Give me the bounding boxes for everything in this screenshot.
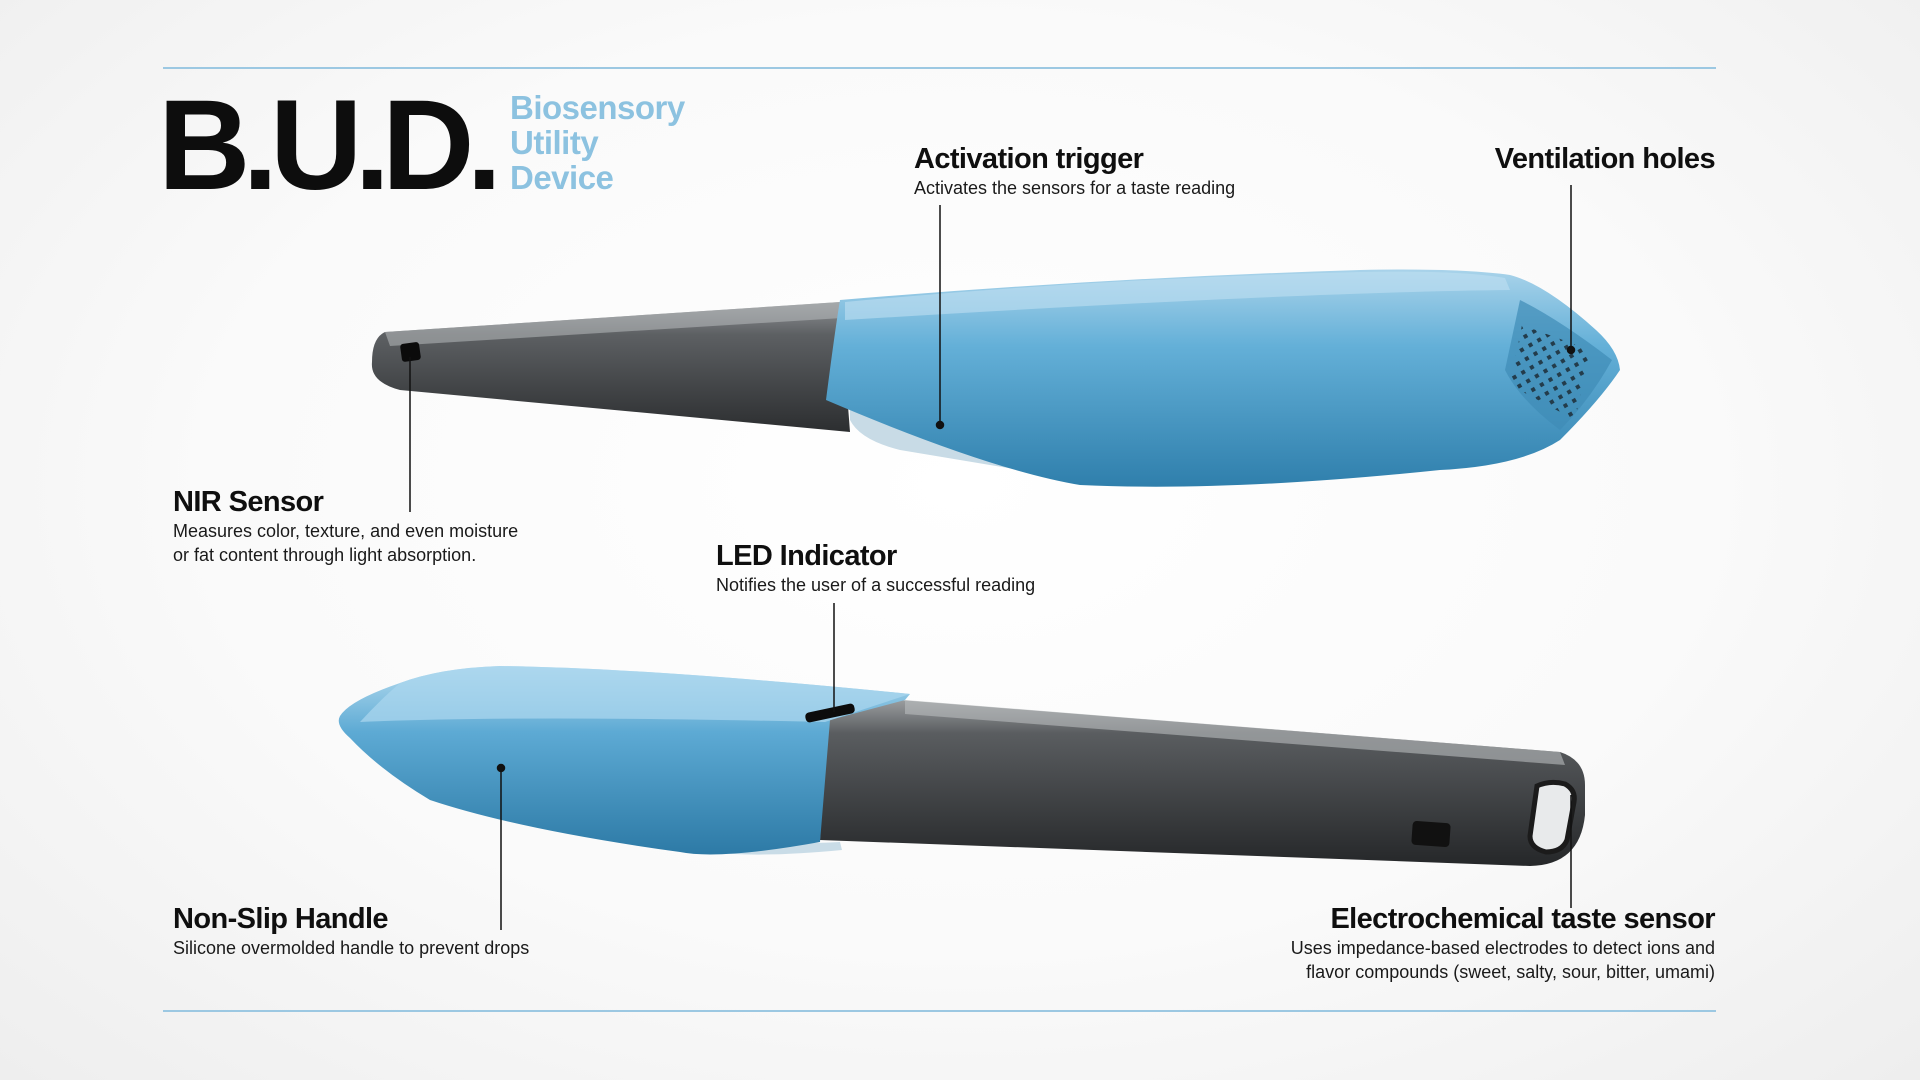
leader-lines <box>409 185 1576 930</box>
callout-handle-desc: Silicone overmolded handle to prevent dr… <box>173 938 530 958</box>
device-bottom-grip-top-face <box>360 666 910 722</box>
callout-led-desc: Notifies the user of a successful readin… <box>716 575 1036 595</box>
device-bottom-gray-highlight <box>905 700 1565 765</box>
logo-title: B.U.D. <box>158 74 502 217</box>
device-top-grip-highlight <box>845 271 1510 320</box>
device-top <box>371 269 1620 487</box>
callout-activation-desc: Activates the sensors for a taste readin… <box>914 178 1236 198</box>
callout-electro-desc-2: flavor compounds (sweet, salty, sour, bi… <box>1306 962 1715 982</box>
callout-non-slip-handle: Non-Slip Handle Silicone overmolded hand… <box>173 902 529 960</box>
top-divider <box>163 67 1716 69</box>
electrochemical-sensor-port-icon <box>1527 779 1577 855</box>
callout-electro-title: Electrochemical taste sensor <box>1330 903 1715 935</box>
callout-nir-desc-2: or fat content through light absorption. <box>173 545 477 565</box>
callout-nir-desc-1: Measures color, texture, and even moistu… <box>173 521 519 541</box>
tagline-line-1: Biosensory <box>510 89 685 126</box>
callout-ventilation-title: Ventilation holes <box>1494 143 1716 175</box>
callout-activation-title: Activation trigger <box>914 143 1144 175</box>
callout-nir-sensor: NIR Sensor Measures color, texture, and … <box>173 485 518 567</box>
callout-led-title: LED Indicator <box>716 540 897 572</box>
device-top-silicone-grip <box>826 269 1620 487</box>
logo-tagline: Biosensory Utility Device <box>510 90 685 195</box>
callout-led-indicator: LED Indicator Notifies the user of a suc… <box>716 539 1035 597</box>
nir-sensor-window-icon <box>400 342 421 362</box>
led-indicator-icon <box>805 703 855 723</box>
callout-activation-trigger: Activation trigger Activates the sensors… <box>914 142 1235 200</box>
leader-handle-dot <box>496 763 506 773</box>
leader-ventilation-dot <box>1566 345 1576 355</box>
leader-activation-dot <box>935 420 945 430</box>
callout-ventilation-holes: Ventilation holes <box>1494 142 1716 176</box>
device-bottom <box>338 666 1585 866</box>
callout-nir-title: NIR Sensor <box>173 486 324 518</box>
bottom-divider <box>163 1010 1716 1012</box>
tagline-line-2: Utility <box>510 124 599 161</box>
device-top-gray-highlight <box>385 302 842 346</box>
callout-electro-desc-1: Uses impedance-based electrodes to detec… <box>1290 938 1715 958</box>
device-bottom-side-window-icon <box>1411 820 1451 848</box>
callout-handle-title: Non-Slip Handle <box>173 903 389 935</box>
callout-electrochemical-sensor: Electrochemical taste sensor Uses impeda… <box>1290 902 1716 984</box>
tagline-line-3: Device <box>510 159 614 196</box>
